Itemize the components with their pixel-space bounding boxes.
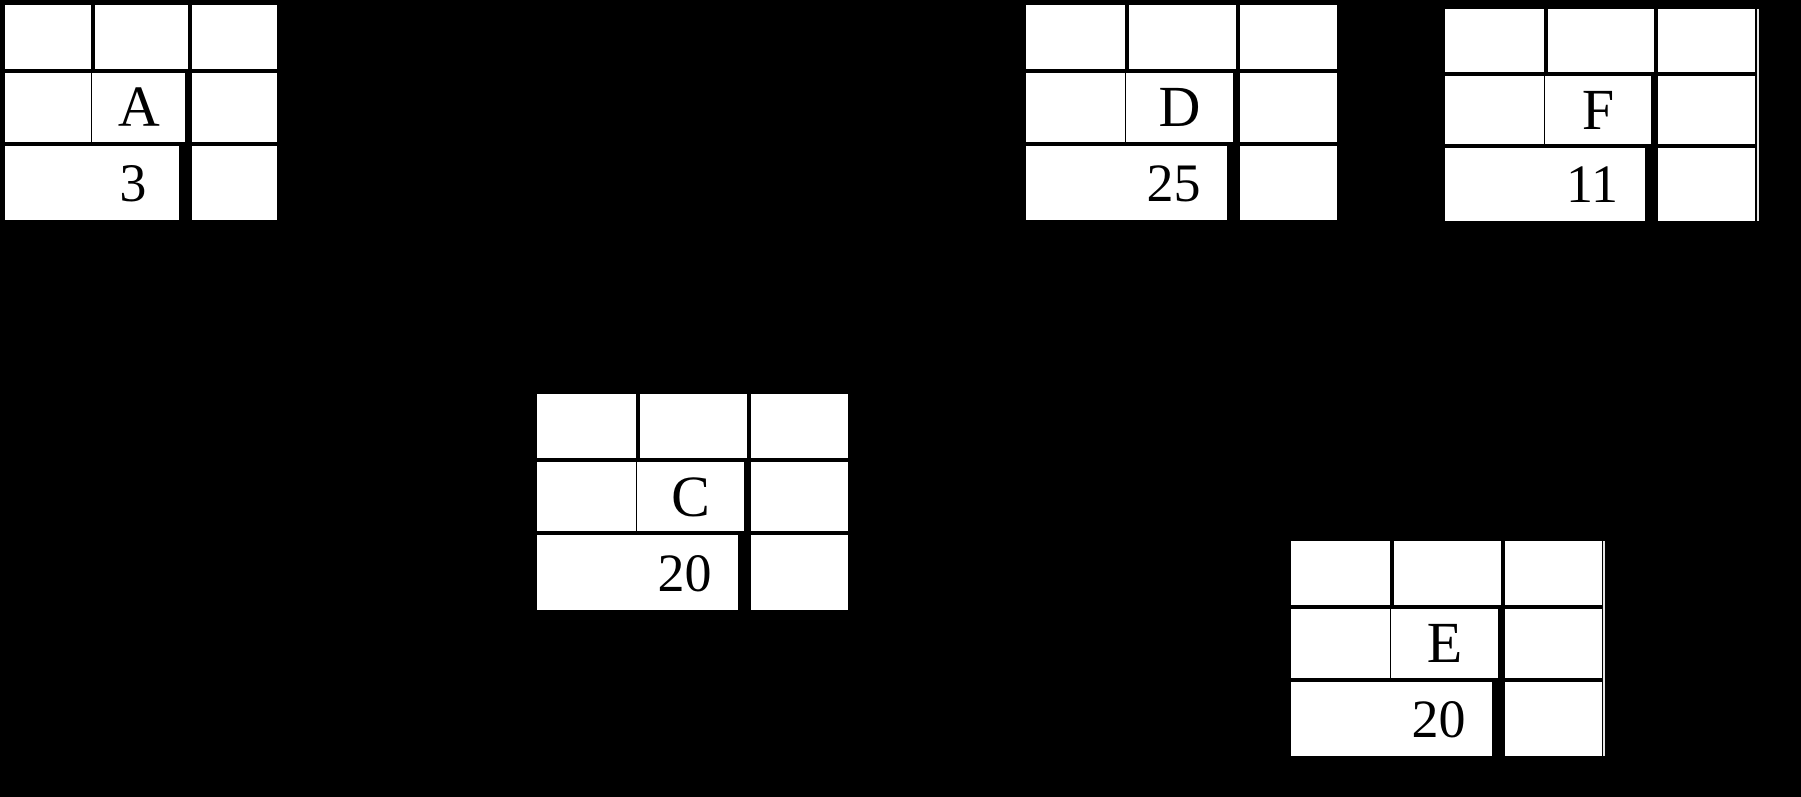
empty-cell xyxy=(1504,608,1602,678)
empty-cell xyxy=(537,462,637,532)
empty-cell xyxy=(192,72,277,142)
empty-cell xyxy=(537,535,637,610)
value-cell-a: 3 xyxy=(86,145,180,220)
empty-cell xyxy=(1291,681,1391,756)
empty-cell xyxy=(1394,541,1501,605)
letter-cell-d: D xyxy=(1126,72,1233,142)
empty-cell xyxy=(1026,72,1126,142)
empty-cell xyxy=(1445,76,1544,144)
empty-cell xyxy=(1239,5,1337,69)
empty-cell xyxy=(750,394,848,459)
process-table-c: C 20 xyxy=(537,394,848,610)
empty-cell xyxy=(1291,541,1391,605)
empty-cell xyxy=(1547,9,1655,73)
empty-cell xyxy=(750,535,848,610)
empty-cell xyxy=(750,462,848,532)
letter-cell-a: A xyxy=(92,72,186,142)
process-table-e: E 20 xyxy=(1291,541,1602,756)
empty-cell xyxy=(1658,147,1755,221)
empty-cell xyxy=(1026,5,1126,69)
letter-cell-e: E xyxy=(1391,608,1498,678)
empty-cell xyxy=(1504,541,1602,605)
empty-cell xyxy=(5,145,92,220)
value-cell-f: 11 xyxy=(1538,147,1646,221)
value-cell-e: 20 xyxy=(1385,681,1492,756)
table-right-edge-artifact xyxy=(1603,541,1605,756)
empty-cell xyxy=(1445,9,1544,73)
empty-cell xyxy=(1239,145,1337,220)
empty-cell xyxy=(5,72,92,142)
empty-cell xyxy=(537,394,637,459)
value-cell-d: 25 xyxy=(1120,145,1227,220)
letter-cell-f: F xyxy=(1544,76,1652,144)
empty-cell xyxy=(1658,9,1755,73)
empty-cell xyxy=(1445,147,1544,221)
letter-cell-c: C xyxy=(637,462,744,532)
empty-cell xyxy=(1291,608,1391,678)
process-table-f: F 11 xyxy=(1445,9,1755,221)
empty-cell xyxy=(1129,5,1236,69)
empty-cell xyxy=(640,394,747,459)
process-table-d: D 25 xyxy=(1026,5,1337,220)
empty-cell xyxy=(1504,681,1602,756)
empty-cell xyxy=(1026,145,1126,220)
value-cell-c: 20 xyxy=(631,535,738,610)
process-table-a: A 3 xyxy=(5,5,277,220)
empty-cell xyxy=(1658,76,1755,144)
empty-cell xyxy=(5,5,92,69)
table-right-edge-artifact xyxy=(1757,9,1759,221)
empty-cell xyxy=(192,5,277,69)
empty-cell xyxy=(1239,72,1337,142)
empty-cell xyxy=(192,145,277,220)
empty-cell xyxy=(95,5,189,69)
